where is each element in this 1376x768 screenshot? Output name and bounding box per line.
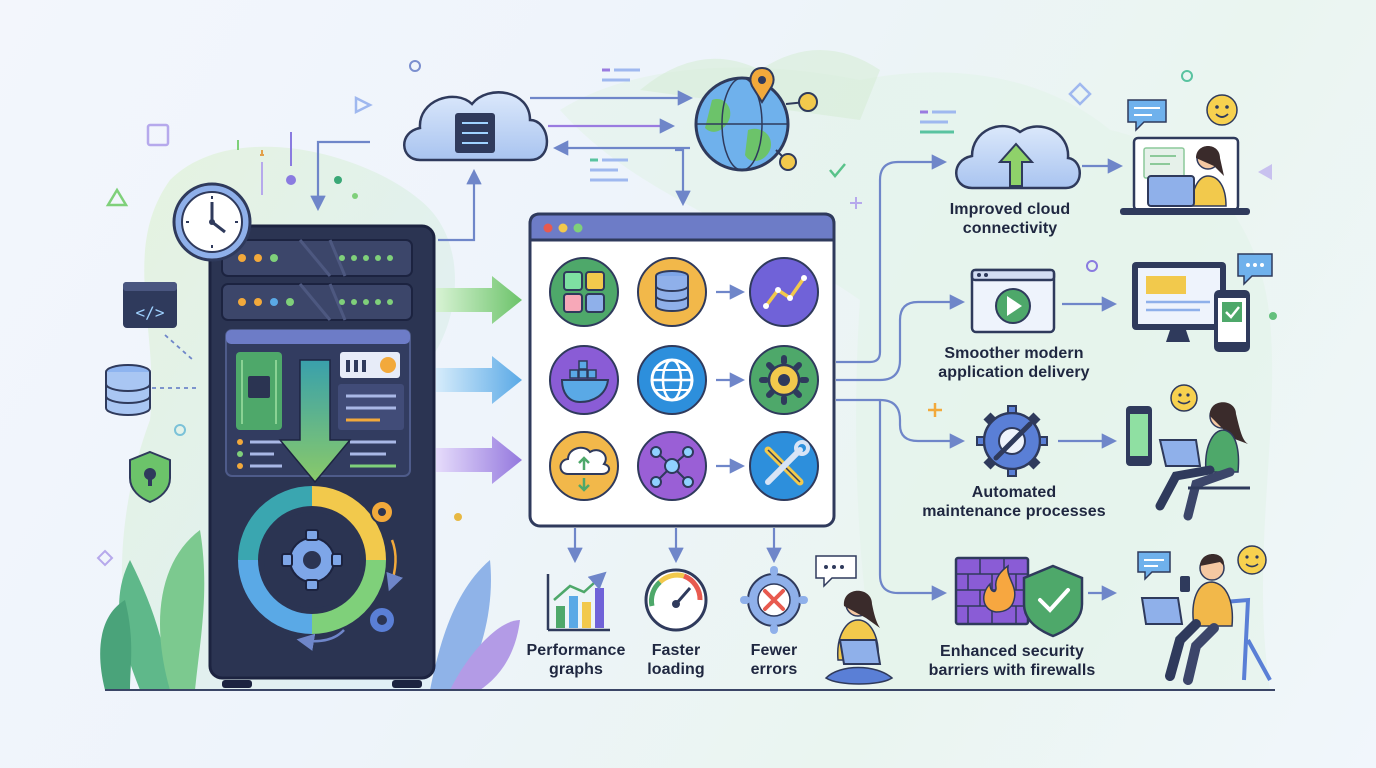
- improved-cloud-line1: Improved cloud: [949, 201, 1071, 218]
- video-window-icon: [970, 268, 1056, 334]
- down-arrow-icon: [278, 359, 352, 484]
- performance-graphs-label: Performance graphs: [514, 641, 638, 679]
- small-gear-blue: [368, 606, 396, 634]
- transfer-arrow-blue: [436, 356, 522, 404]
- trend-chart-icon: [749, 257, 819, 327]
- transfer-arrow-purple: [436, 436, 522, 484]
- bar-chart-icon: [546, 571, 610, 632]
- automated-maintenance-line2: maintenance processes: [922, 503, 1106, 520]
- transfer-arrow-green: [436, 276, 522, 324]
- improved-cloud-label: Improved cloud connectivity: [930, 200, 1090, 238]
- code-icon: </>: [123, 282, 177, 328]
- globe-pin-icon: [694, 66, 818, 172]
- docker-whale-icon: [549, 345, 619, 415]
- cycle-arrow: [386, 539, 403, 592]
- wrench-screwdriver-icon: [749, 431, 819, 501]
- fewer-errors-line1: Fewer: [750, 642, 798, 659]
- gear-wrench-icon: [976, 405, 1048, 477]
- svg-text:</>: </>: [136, 303, 165, 322]
- error-gear-icon: [740, 566, 808, 634]
- plant-right: [430, 560, 520, 690]
- connector-arrows-top: [310, 90, 694, 242]
- fewer-errors-line2: errors: [750, 661, 798, 678]
- laptop-user: [1120, 94, 1250, 215]
- desktop-mobile-user: [1132, 253, 1273, 352]
- small-gear-orange: [370, 500, 394, 524]
- cloud-upload-icon: [955, 124, 1081, 190]
- cloud-server-icon: [403, 91, 549, 162]
- enhanced-security-line1: Enhanced security: [940, 643, 1084, 660]
- network-nodes-icon: [637, 431, 707, 501]
- performance-graphs-line2: graphs: [549, 661, 603, 678]
- plant-left: [100, 530, 205, 690]
- data-lines-decor: [590, 68, 956, 182]
- cycle-arrow-2: [296, 629, 345, 651]
- gear-icon: [281, 529, 343, 591]
- apps-grid-icon: [549, 257, 619, 327]
- enhanced-security-label: Enhanced security barriers with firewall…: [914, 642, 1110, 680]
- decorative-confetti: [96, 60, 1277, 567]
- dashboard-icon-arrows: [716, 284, 746, 474]
- fewer-errors-label: Fewer errors: [724, 641, 824, 679]
- smoother-delivery-line2: application delivery: [938, 364, 1090, 381]
- smoother-delivery-line1: Smoother modern: [944, 345, 1084, 362]
- shield-lock-icon: [129, 450, 171, 504]
- globe-icon: [637, 345, 707, 415]
- speedometer-icon: [644, 568, 708, 632]
- performance-graphs-line1: Performance: [526, 642, 626, 659]
- chair-phone-user: [1137, 545, 1272, 685]
- database-icon: [637, 257, 707, 327]
- automated-maintenance-label: Automated maintenance processes: [912, 483, 1116, 521]
- cloud-sync-icon: [549, 431, 619, 501]
- metric-connectors: [567, 528, 782, 564]
- sitting-laptop-user: [1126, 384, 1250, 521]
- improved-cloud-line2: connectivity: [962, 220, 1058, 237]
- firewall-shield-icon: [954, 556, 1084, 638]
- clock-icon: [172, 182, 252, 262]
- cross-legged-laptop-user: [815, 555, 894, 685]
- smoother-delivery-label: Smoother modern application delivery: [922, 344, 1106, 382]
- enhanced-security-line2: barriers with firewalls: [928, 662, 1096, 679]
- faster-loading-line1: Faster: [651, 642, 701, 659]
- database-icon: [105, 364, 151, 416]
- automated-maintenance-line1: Automated: [971, 484, 1057, 501]
- code-dashed-connector: [164, 334, 194, 361]
- outcome-connectors: [836, 154, 1124, 601]
- gear-icon: [749, 345, 819, 415]
- faster-loading-label: Faster loading: [626, 641, 726, 679]
- faster-loading-line2: loading: [647, 661, 705, 678]
